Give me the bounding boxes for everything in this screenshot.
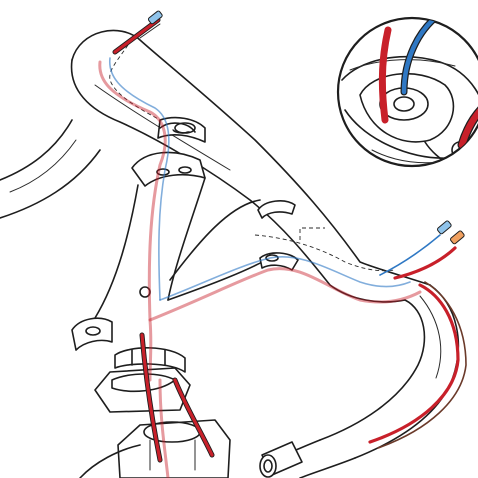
- stem: [71, 116, 299, 351]
- connector-orange-right: [450, 230, 465, 245]
- head-tube: [79, 347, 231, 478]
- detail-inset-circle: [336, 16, 478, 168]
- handlebar-left-drop: [0, 119, 101, 219]
- internal-channel-outline: [109, 44, 396, 272]
- internal-wires: [98, 57, 422, 478]
- blue-wire: [379, 234, 441, 276]
- connector-blue-right: [437, 220, 452, 235]
- external-wires: [112, 17, 467, 463]
- brown-wire: [377, 281, 467, 449]
- red-wire: [378, 26, 392, 124]
- connectors: [147, 10, 465, 245]
- red-wire: [113, 18, 160, 54]
- bar-end-plug: [259, 441, 303, 478]
- connector-blue-top: [147, 10, 163, 25]
